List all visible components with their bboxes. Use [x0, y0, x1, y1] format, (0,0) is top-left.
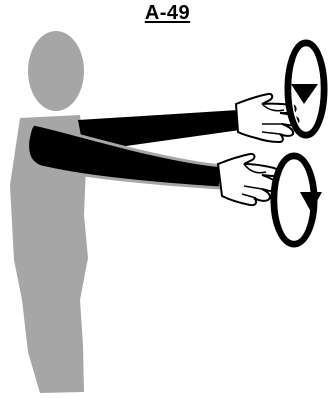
- lower-hand: [218, 154, 278, 205]
- head: [28, 31, 84, 111]
- upper-rotation-arrow-icon: [288, 43, 324, 135]
- lower-rotation-arrow-icon: [274, 156, 322, 244]
